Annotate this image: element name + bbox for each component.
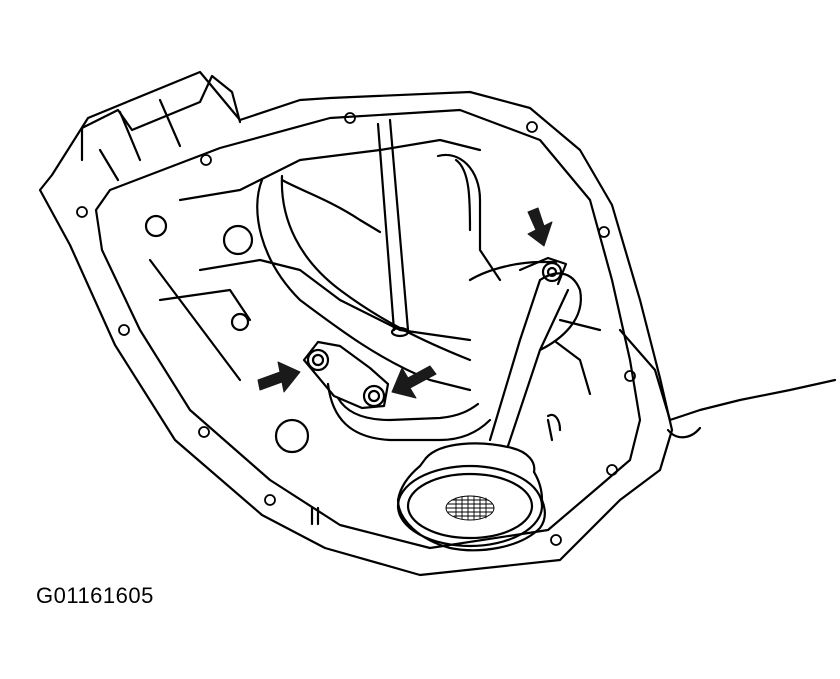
cast-rib-right-2	[546, 413, 562, 442]
oil-passage-curve-inner	[280, 174, 472, 362]
arrow-icon	[257, 361, 301, 393]
pickup-flange-nut-left	[306, 348, 330, 372]
arrow-icon	[527, 207, 553, 247]
baffle-upper	[280, 178, 382, 234]
figure-code-label: G01161605	[36, 583, 154, 608]
internal-web-left	[148, 258, 252, 382]
oil-pickup-tube-upper	[326, 382, 492, 442]
casting-hole-1	[144, 214, 168, 238]
strainer-mesh	[445, 495, 495, 521]
stay-bracket	[518, 256, 568, 286]
oil-pan-flange-outer	[38, 70, 674, 577]
internal-rib-2	[198, 258, 472, 342]
oil-passage-curve	[256, 178, 472, 392]
cast-rib-right-1	[554, 318, 602, 396]
oil-pan-flange-inner	[94, 108, 642, 550]
stay-bracket-bolt	[541, 261, 563, 283]
block-right-extension	[618, 328, 837, 422]
casting-hole-2	[222, 224, 254, 256]
flange-bolt-holes	[76, 112, 636, 546]
block-step-left-detail	[98, 98, 182, 182]
pickup-flange-plate	[302, 340, 390, 410]
baffle-right	[436, 153, 502, 282]
baffle-right-inner	[454, 158, 472, 232]
oil-strainer	[396, 442, 546, 552]
stay-bracket-arm	[468, 260, 558, 282]
oil-pan-stud	[310, 506, 320, 526]
pickup-flange-nut-right	[362, 384, 386, 408]
strainer-stay-left-edge	[488, 278, 542, 442]
casting-hole-3	[230, 312, 250, 332]
oil-pickup-tube-lower	[336, 396, 480, 422]
casting-hole-4	[274, 418, 310, 454]
dipstick-tube	[376, 118, 410, 332]
arrow-icon	[391, 365, 437, 399]
block-right-detail	[666, 426, 702, 439]
internal-rib-1	[178, 138, 482, 202]
